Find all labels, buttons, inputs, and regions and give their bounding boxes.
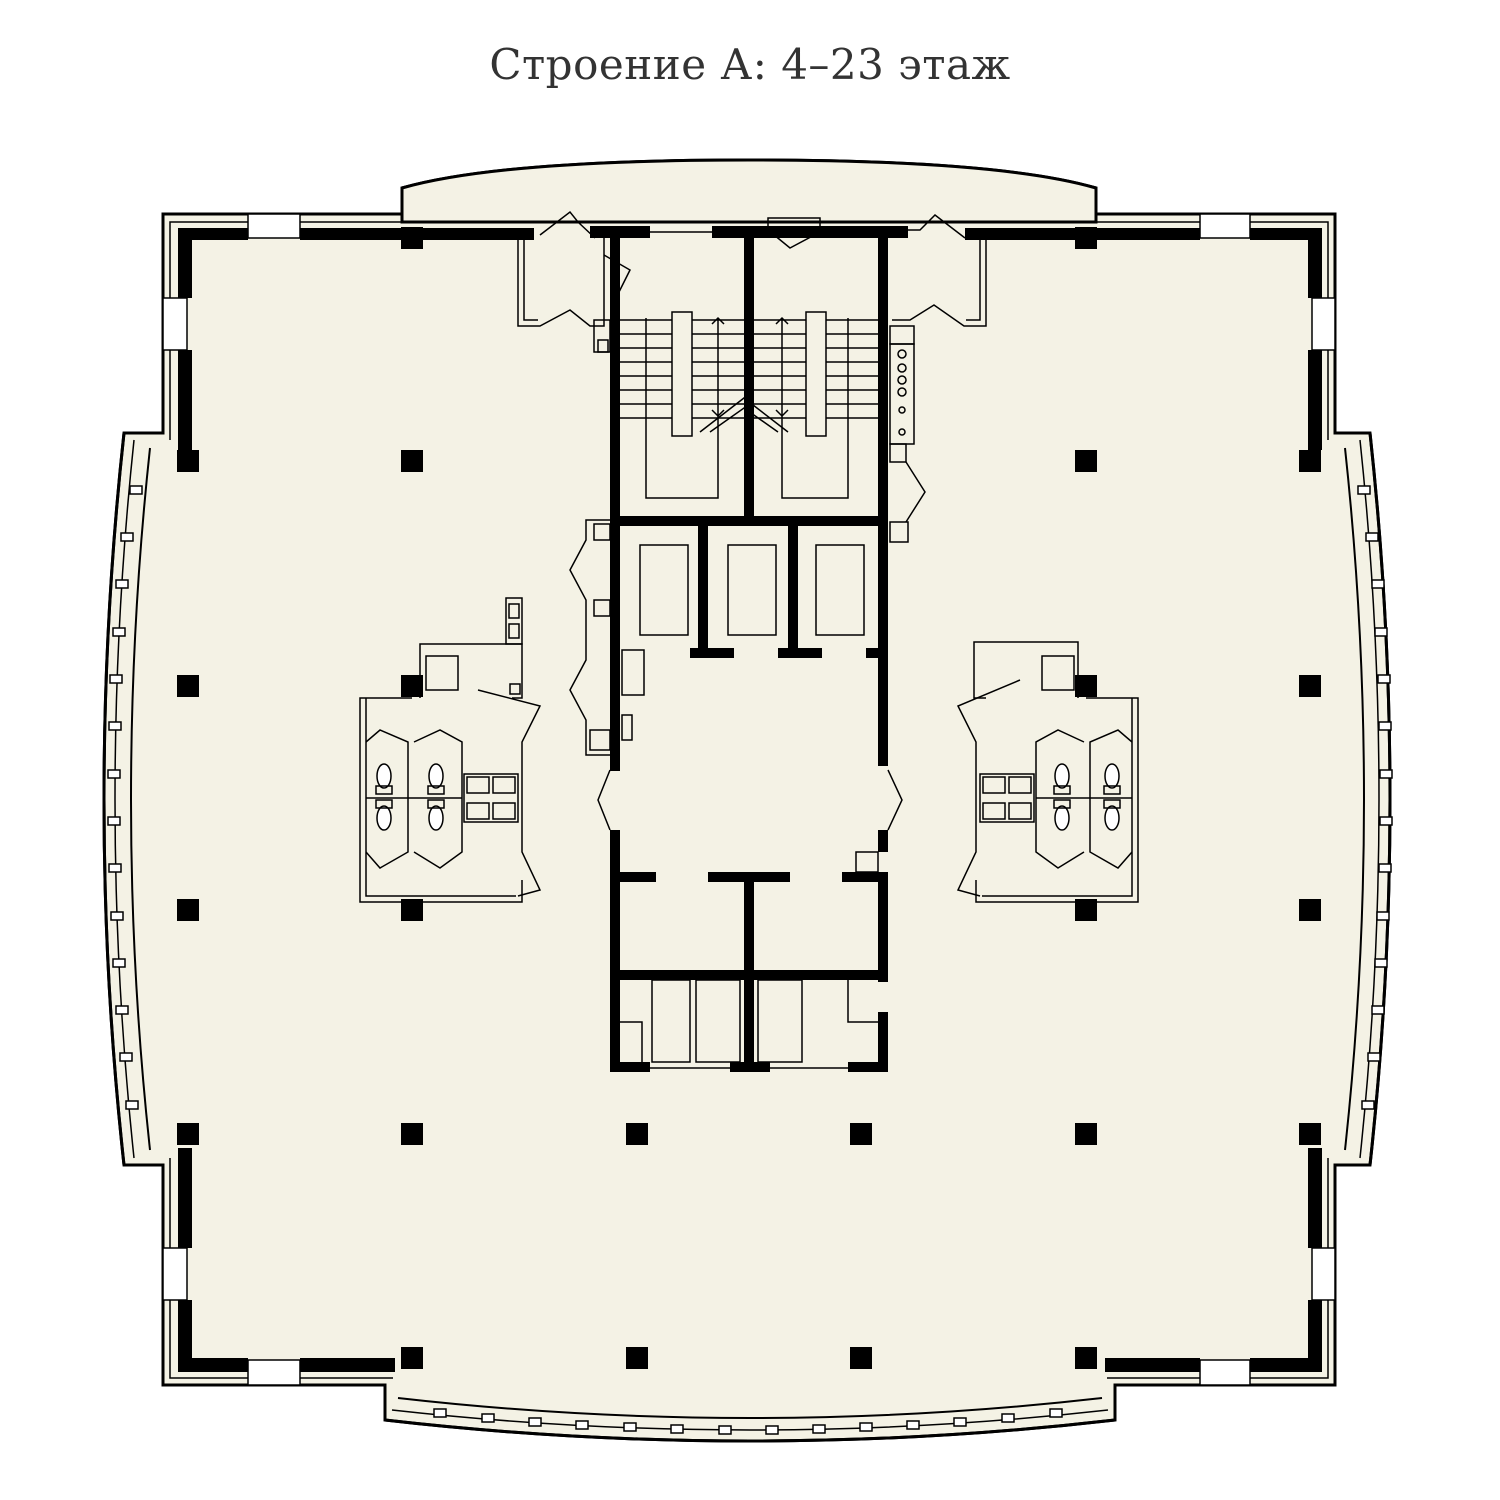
right-restroom-block (956, 641, 1139, 903)
elevator-shafts (639, 544, 865, 636)
exterior-window-frames (169, 221, 1329, 1379)
left-restroom-block (359, 597, 542, 903)
core-left-shafts (569, 519, 903, 873)
window-inserts (162, 213, 1336, 1386)
core-walls (590, 226, 908, 1072)
riser-panel (889, 325, 926, 543)
exterior-walls (178, 228, 1322, 1372)
floor-plan-title: Строение А: 4–23 этаж (489, 40, 1011, 89)
top-canopy (400, 158, 1098, 224)
stairs (620, 231, 878, 499)
top-vestibules (517, 210, 987, 353)
lower-core-rooms (620, 979, 878, 1069)
